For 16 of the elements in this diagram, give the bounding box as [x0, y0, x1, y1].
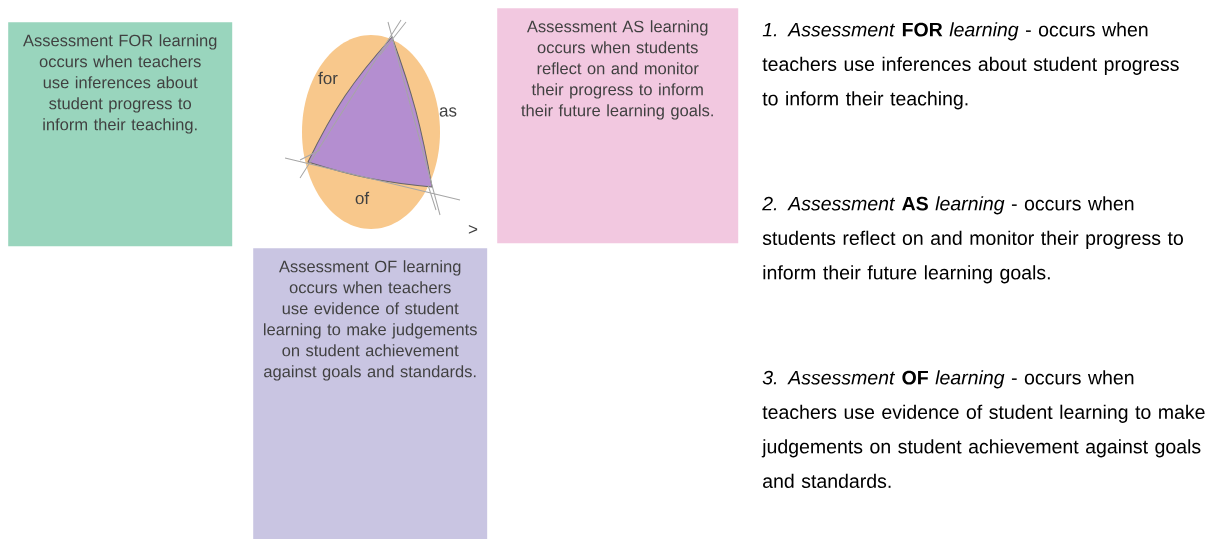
- box-body: occurs when teachers use inferences about student progress to inform their teaching.: [39, 55, 201, 134]
- assessment-box: [8, 22, 233, 247]
- arrow-glyph: >: [468, 225, 478, 234]
- description-paragraph: 2. Assessment AS learning - occurs when students reflect on and monitor their progress to inform their future learning goals.: [762, 196, 1183, 284]
- box-heading: Assessment AS learning: [526, 20, 708, 36]
- box-body: occurs when students reflect on and monitor their progress to inform their future learning goals.: [521, 41, 713, 120]
- description-paragraph: 3. Assessment OF learning - occurs when teachers use evidence of student learning to make judgements on student achievement against goals and standards.: [761, 370, 1205, 488]
- description-paragraph: 1. Assessment FOR learning - occurs when teachers use inferences about student progress to inform their teaching.: [762, 22, 1179, 110]
- box-body: occurs when teachers use evidence of student learning to make judgements on student achievement against goals and standards.: [264, 281, 477, 381]
- assessment-box: [497, 8, 739, 244]
- arc-label: for: [318, 71, 338, 85]
- assessment-box: [253, 248, 488, 539]
- arc-label: of: [355, 191, 370, 205]
- arc-label: as: [439, 107, 457, 117]
- box-heading: Assessment OF learning: [279, 260, 461, 276]
- box-heading: Assessment FOR learning: [23, 34, 217, 50]
